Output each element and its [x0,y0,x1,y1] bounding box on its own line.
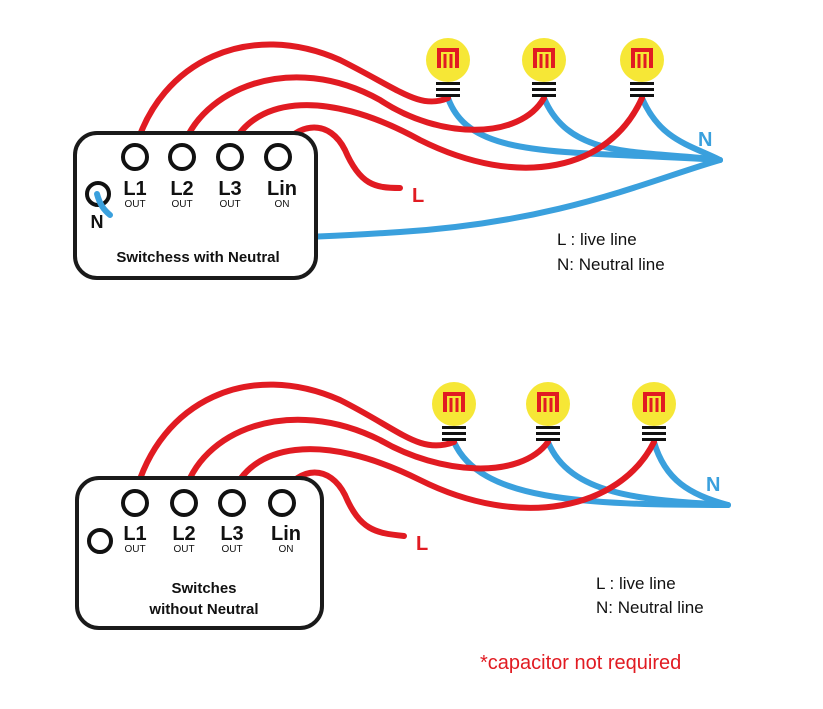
bottom-legend-neutral: N: Neutral line [596,598,704,617]
top-box-title: Switchess with Neutral [116,249,279,266]
bottom-diagram: L1 L2 L3 Lin OUT OUT OUT ON Switches wit… [75,380,731,674]
top-live-wire-l3 [227,95,645,171]
top-terminal-sub-lin: ON [275,199,290,210]
top-bulb-icon-3 [618,36,666,99]
bottom-terminal-sub-l1: OUT [124,544,145,555]
top-bulb-icon-1 [424,36,472,99]
top-live-wires [132,41,645,191]
top-terminal-sub-l2: OUT [171,199,192,210]
top-bulb-icon-2 [520,36,568,99]
top-terminal-label-l1: L1 [123,178,146,200]
bottom-neutral-wire-1 [451,439,731,508]
bottom-neutral-wires [451,439,731,508]
bottom-terminal-l3 [218,489,246,517]
top-terminal-l2 [168,143,196,171]
bottom-terminal-lin [268,489,296,517]
top-terminal-label-l2: L2 [170,178,193,200]
bottom-bulb-icon-2 [524,380,572,443]
bottom-bulb-icon-3 [630,380,678,443]
capacitor-note: *capacitor not required [480,652,681,674]
top-terminal-l3 [216,143,244,171]
top-terminal-l1 [121,143,149,171]
top-legend-neutral: N: Neutral line [557,255,665,274]
bottom-terminal-l1 [121,489,149,517]
bottom-box-title-line1: Switches [171,580,236,597]
bottom-terminal-unused [87,528,113,554]
bottom-live-wire-l3 [229,439,657,511]
top-legend-live: L : live line [557,230,637,249]
bottom-bulb-icon-1 [430,380,478,443]
top-live-label: L [412,185,424,207]
bottom-terminal-label-l3: L3 [220,523,243,545]
top-terminal-sub-l1: OUT [124,199,145,210]
bottom-terminal-label-l2: L2 [172,523,195,545]
top-neutral-label: N [698,129,712,151]
top-terminal-label-n: N [91,212,104,232]
bottom-terminal-label-lin: Lin [271,523,301,545]
bottom-live-wire-l2 [181,416,551,498]
bottom-live-label: L [416,533,428,555]
top-terminal-label-lin: Lin [267,178,297,200]
top-terminal-label-l3: L3 [218,178,241,200]
bottom-terminal-label-l1: L1 [123,523,146,545]
bottom-neutral-wire-2 [545,439,731,508]
bottom-neutral-wire-3 [651,439,731,508]
bottom-terminal-sub-l3: OUT [221,544,242,555]
top-live-wire-l1 [132,41,451,153]
top-neutral-wire-2 [541,95,723,163]
bottom-terminal-sub-lin: ON [279,544,294,555]
bottom-terminal-l2 [170,489,198,517]
bottom-live-wire-l1 [132,381,457,498]
bottom-neutral-label: N [706,474,720,496]
bottom-box-title-line2: without Neutral [148,601,258,618]
bottom-terminal-sub-l2: OUT [173,544,194,555]
top-live-wire-l2 [179,74,547,153]
top-neutral-wire-3 [639,95,723,163]
top-terminal-sub-l3: OUT [219,199,240,210]
top-diagram: L1 L2 L3 Lin N OUT OUT OUT ON Switchess … [73,36,723,280]
top-terminal-lin [264,143,292,171]
bottom-legend-live: L : live line [596,574,676,593]
